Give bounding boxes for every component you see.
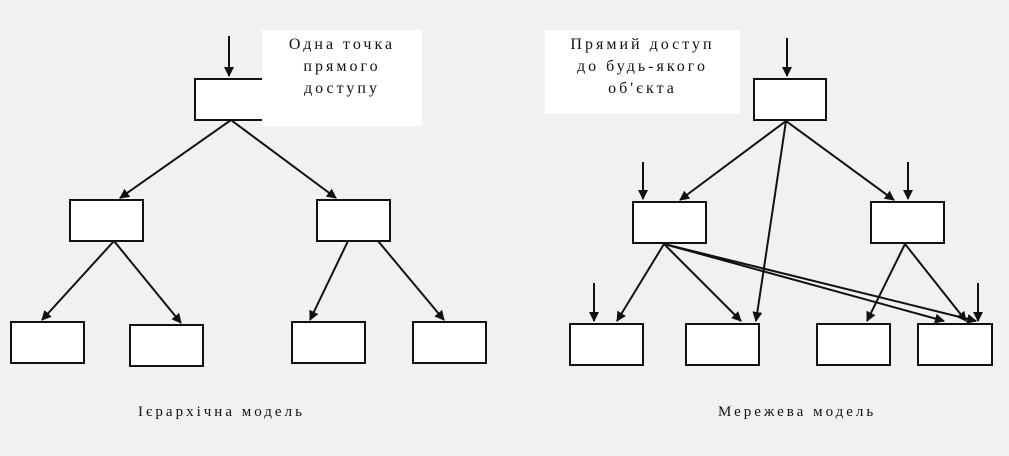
net-node-left [632,201,707,244]
network-model [569,78,993,366]
net-root-node [753,78,827,121]
net-edge-root-right [785,120,895,201]
net-leaf-3 [816,323,891,366]
note-line: Одна точка [288,36,396,53]
hier-node-right [316,199,391,242]
note-line: об'єкта [608,80,677,97]
net-edge-left-leaf4-a [663,243,945,324]
hier-leaf-4 [412,321,487,364]
net-leaf-1 [569,323,644,366]
hier-leaf-1 [10,321,85,364]
note-line: доступу [304,80,380,97]
note-line: Прямий доступ [570,36,715,53]
net-edge-left-leaf1 [616,243,665,322]
hier-edge-right-leaf3 [309,240,349,321]
net-leaf-2 [685,323,760,366]
hier-leaf-2 [129,324,204,367]
network-edges [589,38,983,324]
hier-leaf-3 [291,321,366,364]
net-leaf-4 [917,323,993,366]
hier-edge-root-left [119,119,232,199]
net-edge-left-leaf2 [663,243,742,322]
net-edge-right-leaf3 [866,243,906,322]
hierarchical-access-note: Одна точка прямого доступу [262,30,422,126]
hierarchical-edges [41,36,445,324]
net-edge-root-left [679,120,787,201]
hier-node-left [69,199,144,242]
hier-edge-root-right [230,119,337,199]
hierarchical-model-caption: Ієрархічна модель [138,404,305,420]
net-edge-right-leaf4 [904,243,967,322]
network-model-caption: Мережева модель [718,404,877,420]
net-edge-root-leaf2 [752,120,787,322]
hier-edge-left-leaf2 [113,240,182,324]
hier-root-node [194,78,269,121]
note-line: до будь-якого [577,58,708,75]
hierarchical-model [10,78,487,367]
network-access-note: Прямий доступ до будь-якого об'єкта [545,30,740,114]
hier-edge-left-leaf1 [41,240,115,321]
net-edge-left-leaf4-b [663,243,977,324]
hier-edge-right-leaf4 [377,240,445,321]
note-line: прямого [303,58,381,75]
net-node-right [870,201,945,244]
